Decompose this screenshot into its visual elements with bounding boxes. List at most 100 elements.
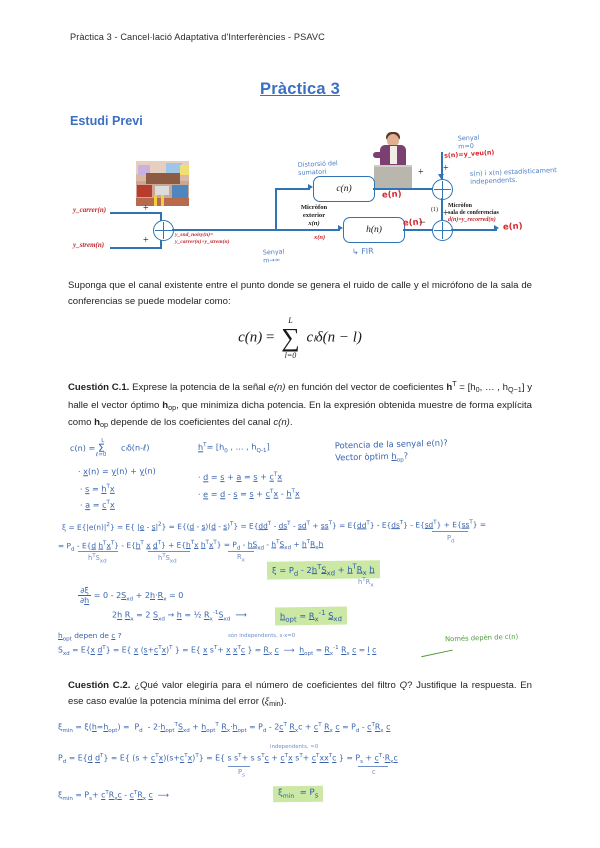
- question-c1-text-2: en función del vector de coeficientes: [285, 382, 447, 393]
- question-c1-text-3: = [h: [456, 382, 476, 393]
- hw-underbrace-c-line: [358, 766, 388, 770]
- hw-c1-hvector: hT= [h0 , … , hQ-1]: [197, 441, 270, 455]
- hw-note-independents-2: independents, ≈0: [270, 744, 319, 750]
- wire-filter-out: [403, 229, 435, 231]
- hw-underbrace-line-2: [148, 551, 190, 555]
- label-channel-output: e(n): [381, 189, 402, 201]
- question-c2: Cuestión C.2. ¿Qué valor elegiría para e…: [68, 678, 532, 711]
- hw-derivation-line-1: ξ = E{|e(n)|2} = E{ |e - s|2} = E{(d - s…: [61, 519, 487, 532]
- hw-note-htrx: hTRx: [358, 577, 374, 589]
- wire-error-out: [451, 229, 497, 231]
- hw-underbrace-c: c: [372, 768, 376, 776]
- arrow-error-out: [494, 225, 499, 231]
- question-c2-text-3: ).: [280, 695, 287, 707]
- sign-plus-error-up: +: [443, 208, 449, 219]
- block-diagram: + + y_carrer(n) y_strem(n) y_snd_noisy(n…: [60, 130, 557, 275]
- hw-underbrace-hs-1: hTSxd: [88, 553, 107, 565]
- section-heading: Estudi Previ: [70, 114, 143, 128]
- label-y-snd-noisy: y_snd_noisy(n)= y_carrer(n)+y_strem(n): [175, 232, 230, 245]
- question-c2-label: Cuestión C.2.: [68, 680, 131, 691]
- hop2-subscript: op: [100, 420, 109, 429]
- sign-plus-top-left: +: [418, 167, 424, 178]
- wire-y-strem: [110, 247, 162, 249]
- h-sub-q: Q−1: [508, 385, 522, 394]
- top-sum-node: [432, 179, 453, 200]
- street-traffic-photo: [136, 161, 189, 206]
- question-c1-channel: c(n): [273, 417, 290, 428]
- channel-block: c(n): [313, 176, 375, 202]
- summation-symbol: L ∑ l=0: [281, 316, 300, 360]
- label-d-paren: (1): [431, 207, 438, 213]
- hw-underbrace-ps: Ps: [238, 768, 245, 779]
- hw-underbrace-hs-2: hTSxd: [158, 553, 177, 565]
- wire-split-vertical: [275, 188, 277, 230]
- hw-underbrace-line-3: [228, 551, 254, 555]
- arrow-speech-into-sum: [437, 174, 444, 179]
- h-sub-0: 0: [475, 385, 480, 394]
- hw-solve-line: 2h Rx = 2 Sxd → h = ½ Rx-1Sxd ⟶: [112, 610, 247, 623]
- hw-c1-d: · d = s + a = s + cTx: [197, 471, 283, 483]
- conference-speaker-illustration: [368, 132, 418, 190]
- arrow-filter-input: [338, 225, 343, 231]
- equation-lhs: c(n): [238, 329, 263, 346]
- question-c1-label: Cuestión C.1.: [68, 382, 130, 393]
- hw-derivative-line: ∂ξ ∂h = 0 - 2Sxd + 2h·Rx = 0: [78, 586, 184, 605]
- speaker-shirt: [390, 146, 397, 164]
- channel-model-equation: c(n) = L ∑ l=0 cₗδ(n − l): [0, 316, 600, 360]
- question-c1-text-6: , que minimiza dicha potencia. En la exp…: [68, 399, 532, 429]
- question-c2-ximin-sub: min: [269, 698, 281, 708]
- hw-underbrace-pd-label: Pd: [447, 534, 455, 545]
- hop-symbol: h: [162, 399, 169, 411]
- hw-green-arrow: [419, 639, 453, 658]
- hw-note-nomes-depen: Només depèn de c(n): [444, 632, 519, 644]
- wire-speech-down: [441, 152, 443, 180]
- hw-c1-a: · a = cTx: [79, 499, 115, 510]
- wire-to-filter: [275, 229, 340, 231]
- question-c1-text-8: .: [289, 417, 293, 428]
- question-c2-text-1: ¿Qué valor elegiría para el número de co…: [134, 680, 400, 691]
- intro-paragraph: Suponga que el canal existente entre el …: [68, 280, 532, 307]
- h-vector-symbol: h: [446, 382, 453, 393]
- hw-underbrace-pd: [432, 531, 468, 535]
- sum-upper-limit: L: [288, 316, 293, 325]
- hop-subscript: op: [168, 402, 177, 412]
- hw-underbrace-ps-line: [228, 766, 250, 770]
- speaker-arm: [373, 152, 384, 158]
- question-c2-q-symbol: Q: [399, 680, 408, 691]
- arrow-channel-input: [308, 184, 313, 190]
- hw-note-independents: són independents, s·x=0: [228, 633, 296, 639]
- equation-summand: cₗδ(n − l): [306, 329, 362, 346]
- filter-block: h(n): [343, 217, 405, 243]
- hw-highlight-ximin-result: ξmin = Ps: [272, 785, 324, 803]
- question-c2-text-2: ? Justifique la respuesta. En ese caso e…: [68, 680, 532, 707]
- wire-d-signal: [441, 198, 443, 229]
- question-c2-ximin: ξ: [264, 695, 270, 707]
- hw-c1-s: · s = hTx: [79, 483, 115, 494]
- error-sum-node: [432, 220, 453, 241]
- question-c1-text-5: ] y halle el vector óptimo: [68, 382, 532, 411]
- question-c1-signal: e(n): [268, 382, 286, 393]
- sign-plus-strem: +: [143, 235, 149, 246]
- speaker-head: [387, 134, 399, 147]
- h-vector-transpose: T: [452, 379, 457, 388]
- hw-c1-e: · e = d - s = s + cTx - hTx: [197, 488, 300, 500]
- sign-plus-carrer: +: [143, 203, 149, 214]
- question-c1-text-7: depende de los coeficientes del canal: [108, 417, 274, 428]
- hw-sxd-line: Sxd = E{x dT} = E{ x (s+cTx)T } = E{ x s…: [58, 645, 377, 658]
- label-x-of-n: x(n): [314, 234, 326, 241]
- question-c1-text-1: Exprese la potencia de la señal: [132, 382, 269, 393]
- input-sum-node: [153, 220, 174, 241]
- label-error-output: e(n): [502, 221, 523, 233]
- hop2-symbol: h: [94, 417, 101, 428]
- question-c1-text-4: , … , h: [479, 382, 509, 393]
- question-c1: Cuestión C.1. Exprese la potencia de la …: [68, 376, 532, 433]
- hw-ximin-final-line: ξmin = Ps+ cTRxc - cTRx c ⟶: [58, 790, 169, 803]
- channel-block-label: c(n): [336, 184, 352, 194]
- wire-to-channel: [275, 188, 310, 190]
